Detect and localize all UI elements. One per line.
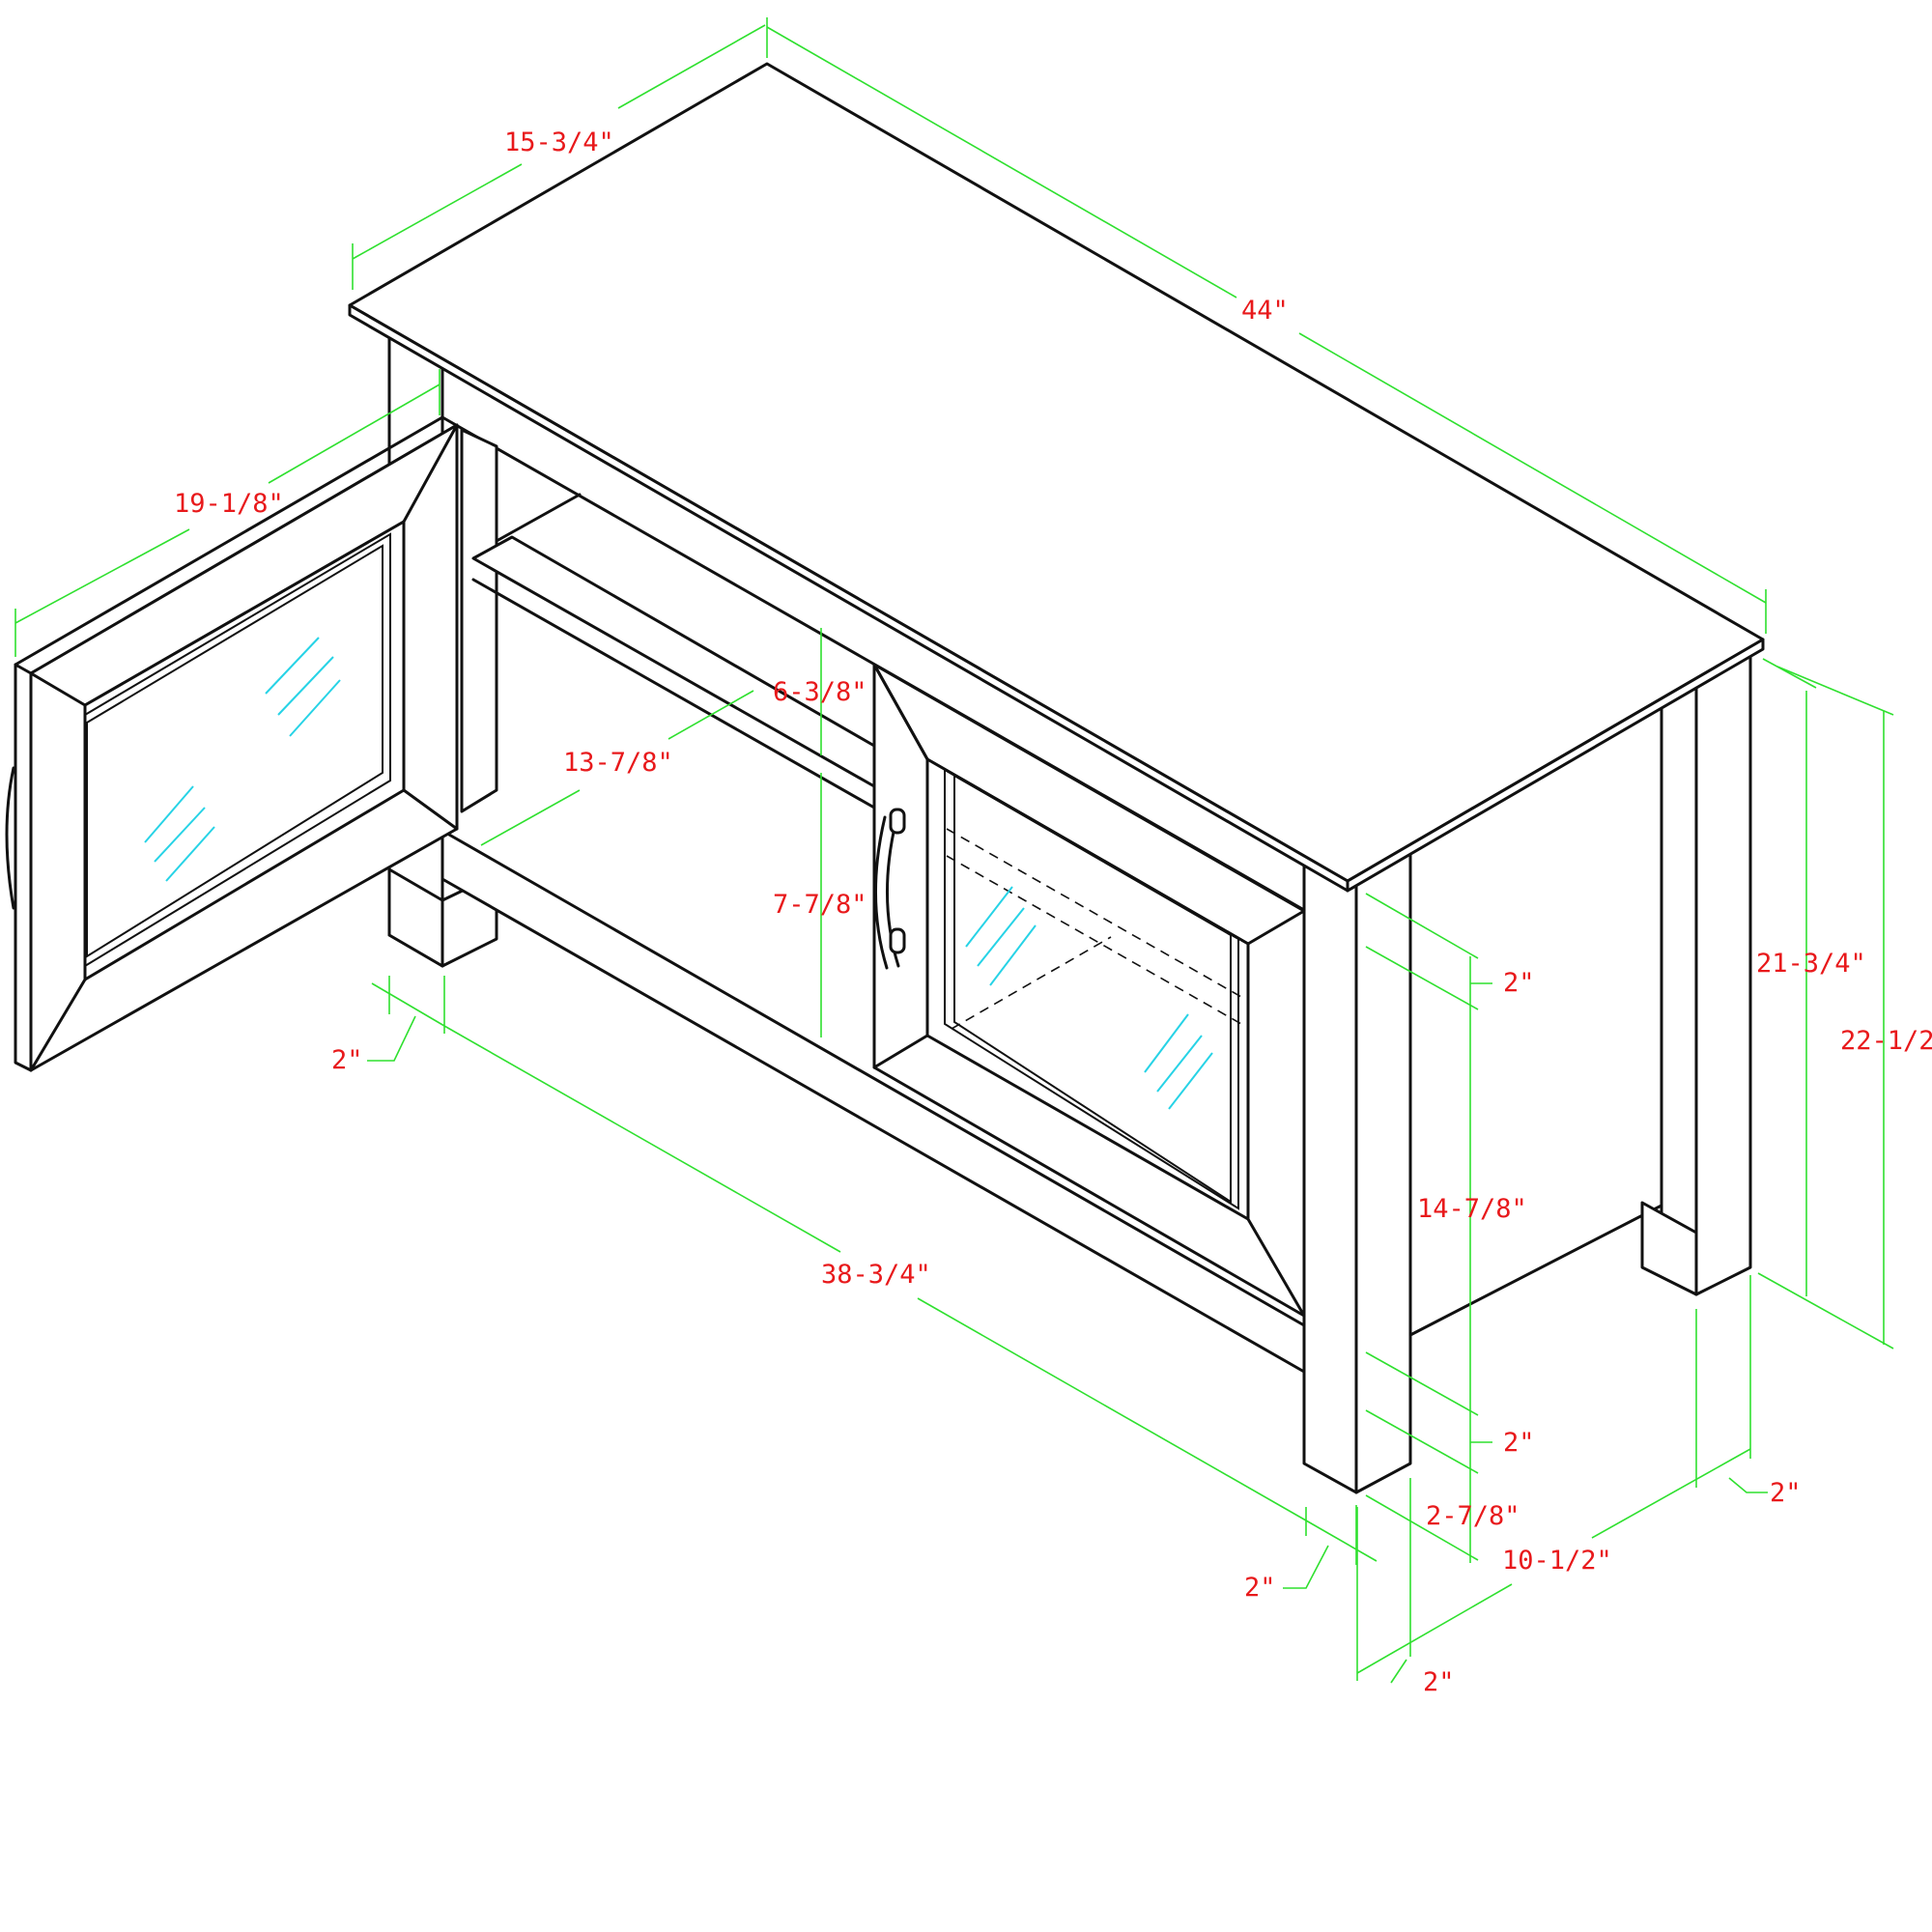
dim-label-side-depth: 10-1/2" bbox=[1502, 1546, 1612, 1576]
glass-reflections bbox=[144, 637, 1213, 1110]
tv-stand-body bbox=[5, 62, 1765, 1494]
glass-mark bbox=[989, 924, 1037, 986]
dim-line bbox=[1591, 1448, 1751, 1539]
dim-line bbox=[1365, 893, 1479, 959]
glass-mark bbox=[1168, 1052, 1213, 1110]
dim-line bbox=[1356, 1583, 1513, 1674]
dim-line bbox=[371, 982, 445, 1027]
right-door-bevel-left bbox=[872, 1034, 929, 1069]
dim-line bbox=[766, 26, 1237, 298]
glass-mark bbox=[277, 656, 334, 716]
bottom-apron-edge bbox=[440, 829, 1306, 1327]
dim-label-top-width: 44" bbox=[1241, 296, 1289, 326]
glass-mark bbox=[1156, 1035, 1203, 1093]
dim-label-leg-width-right: 2" bbox=[1770, 1478, 1802, 1508]
front-right-leg-face bbox=[1302, 848, 1358, 1494]
dim-line bbox=[1365, 1494, 1479, 1561]
leader-line bbox=[1390, 1659, 1407, 1684]
dim-line bbox=[268, 384, 440, 484]
dim-label-inner-width: 38-3/4" bbox=[821, 1260, 931, 1290]
left-door-glass-inner bbox=[86, 544, 384, 958]
dim-line bbox=[1365, 946, 1479, 1010]
hidden-shelf-depth bbox=[951, 936, 1112, 1030]
glass-mark bbox=[144, 785, 194, 843]
dim-label-door-width: 19-1/8" bbox=[174, 489, 284, 519]
right-door-bevel-bottom bbox=[1246, 1217, 1306, 1318]
glass-mark bbox=[977, 907, 1025, 967]
left-door-edge bbox=[14, 663, 33, 1072]
dim-label-leg-width-left: 2" bbox=[331, 1045, 363, 1075]
left-door-bevel-right bbox=[402, 788, 459, 831]
leader-line bbox=[367, 1015, 416, 1062]
interior-back-edge bbox=[495, 493, 582, 543]
dim-label-upper-opening: 6-3/8" bbox=[773, 677, 867, 707]
dim-label-side-panel-height: 14-7/8" bbox=[1417, 1194, 1527, 1224]
dim-line bbox=[1305, 1520, 1378, 1562]
dim-label-apron-top: 2" bbox=[1503, 968, 1535, 998]
dim-line bbox=[443, 1025, 841, 1253]
dim-line bbox=[668, 690, 754, 740]
glass-mark bbox=[265, 637, 320, 695]
dim-line bbox=[1298, 332, 1767, 604]
left-door-bevel-bottom bbox=[29, 978, 87, 1072]
tabletop-side-edge bbox=[1346, 638, 1765, 893]
handle-post-top bbox=[889, 808, 906, 835]
glass-mark bbox=[165, 826, 215, 882]
front-right-leg-side bbox=[1354, 848, 1412, 1494]
dim-line bbox=[1776, 666, 1894, 716]
dim-line bbox=[480, 789, 581, 846]
dim-line bbox=[917, 1297, 1307, 1521]
dim-line bbox=[1365, 1409, 1479, 1474]
glass-mark bbox=[154, 807, 206, 863]
left-door-glass bbox=[84, 532, 391, 968]
glass-mark bbox=[1144, 1013, 1189, 1073]
right-door-glass-inner bbox=[953, 774, 1232, 1204]
leader-line bbox=[1728, 1477, 1768, 1493]
glass-mark bbox=[289, 679, 341, 737]
back-right-leg bbox=[1660, 680, 1698, 1296]
dim-label-leg-width-front: 2" bbox=[1244, 1573, 1276, 1603]
dim-label-leg-height: 2-7/8" bbox=[1426, 1501, 1520, 1531]
dim-label-body-height: 21-3/4" bbox=[1756, 949, 1866, 979]
dim-line bbox=[14, 528, 190, 624]
leader-line bbox=[1283, 1545, 1329, 1589]
shelf-front-edge bbox=[471, 578, 876, 810]
left-door-handle bbox=[5, 766, 15, 910]
dim-label-apron-bottom: 2" bbox=[1503, 1428, 1535, 1458]
dimension-lines bbox=[14, 17, 1894, 1684]
dim-label-shelf-depth: 13-7/8" bbox=[563, 748, 673, 778]
interior-post bbox=[460, 428, 498, 813]
dim-line bbox=[1365, 1351, 1479, 1416]
dim-label-top-depth: 15-3/4" bbox=[504, 128, 614, 157]
dim-line bbox=[1762, 658, 1817, 689]
dim-line bbox=[617, 24, 766, 109]
right-door-bevel-top bbox=[872, 663, 929, 761]
dimension-labels: 15-3/4" 44" 19-1/8" 13-7/8" 6-3/8" 7-7/8… bbox=[174, 128, 1932, 1697]
dim-label-leg-depth-cut: 2" bbox=[1423, 1667, 1455, 1697]
handle-post-bottom bbox=[889, 927, 906, 954]
dim-label-lower-opening: 7-7/8" bbox=[773, 890, 867, 920]
dim-label-total-height: 22-1/2 bbox=[1840, 1026, 1932, 1056]
dim-line bbox=[352, 163, 523, 260]
back-right-leg-foot bbox=[1640, 1201, 1698, 1296]
back-right-leg-front bbox=[1694, 651, 1752, 1296]
hidden-shelf-top bbox=[946, 828, 1242, 998]
left-door-top-edge bbox=[14, 415, 444, 667]
glass-mark bbox=[965, 886, 1013, 948]
dim-line bbox=[1757, 1272, 1894, 1350]
hidden-shelf-bottom bbox=[946, 855, 1242, 1025]
